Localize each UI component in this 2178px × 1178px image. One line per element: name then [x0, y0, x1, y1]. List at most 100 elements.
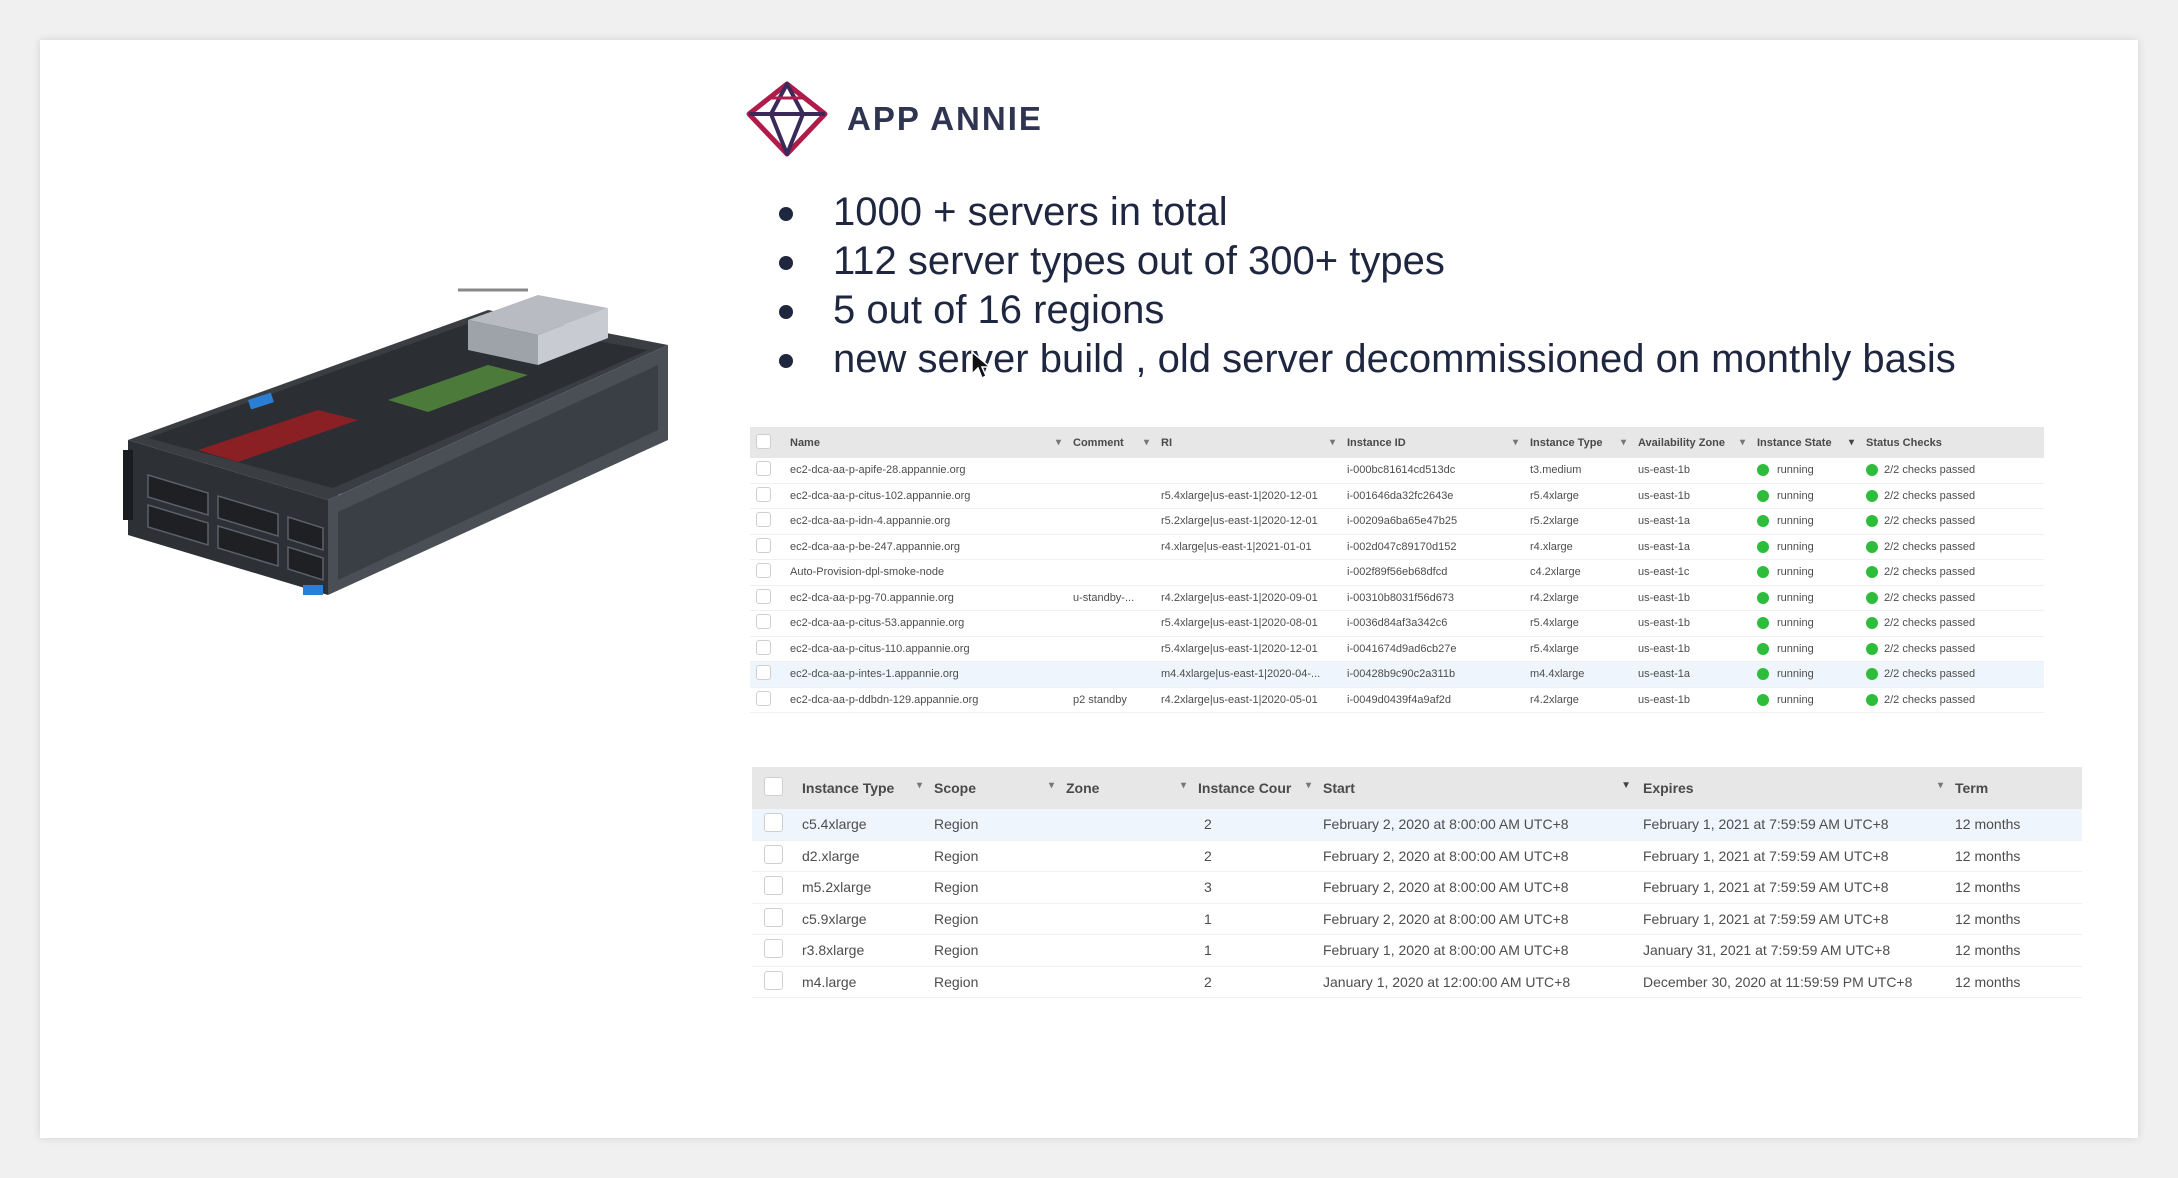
cell-ri: r4.2xlarge|us-east-1|2020-09-01: [1155, 585, 1341, 611]
cell-status-checks: 2/2 checks passed: [1860, 610, 2044, 637]
running-status-icon: [1757, 668, 1769, 681]
cell-start: January 1, 2020 at 12:00:00 AM UTC+8: [1317, 966, 1637, 998]
cell-instance-type: r4.xlarge: [1524, 534, 1632, 560]
row-checkbox[interactable]: [752, 903, 796, 935]
row-checkbox[interactable]: [750, 534, 784, 560]
column-header-instance-count[interactable]: Instance Cour▾: [1192, 767, 1317, 809]
checks-label: 2/2 checks passed: [1884, 693, 1976, 706]
column-header-ri[interactable]: RI▾: [1155, 427, 1341, 458]
cell-instance-id: i-00209a6ba65e47b25: [1341, 508, 1524, 535]
cell-instance-id: i-002d047c89170d152: [1341, 534, 1524, 560]
state-label: running: [1777, 540, 1814, 553]
row-checkbox[interactable]: [750, 636, 784, 662]
row-checkbox[interactable]: [750, 585, 784, 611]
running-status-icon: [1757, 489, 1769, 502]
row-checkbox[interactable]: [752, 809, 796, 841]
cell-scope: Region: [928, 809, 1060, 841]
cell-expires: January 31, 2021 at 7:59:59 AM UTC+8: [1637, 934, 1949, 967]
cell-term: 12 months: [1949, 903, 2082, 935]
cell-instance-id: i-0041674d9ad6cb27e: [1341, 636, 1524, 662]
running-status-icon: [1757, 693, 1769, 706]
cell-ri: r5.4xlarge|us-east-1|2020-12-01: [1155, 636, 1341, 662]
column-header-name[interactable]: Name▾: [784, 427, 1067, 458]
row-checkbox[interactable]: [750, 483, 784, 509]
checks-label: 2/2 checks passed: [1884, 489, 1976, 502]
row-checkbox[interactable]: [750, 559, 784, 586]
cell-availability-zone: us-east-1a: [1632, 508, 1751, 535]
cell-ri: r5.4xlarge|us-east-1|2020-08-01: [1155, 610, 1341, 637]
bullet-item: 1000 + servers in total: [775, 188, 1956, 237]
select-all-checkbox[interactable]: [752, 767, 796, 809]
column-header-expires[interactable]: Expires▾: [1637, 767, 1949, 809]
cell-instance-state: running: [1751, 458, 1860, 484]
table-row[interactable]: ec2-dca-aa-p-be-247.appannie.org r4.xlarg…: [750, 534, 2044, 560]
row-checkbox[interactable]: [752, 840, 796, 872]
running-status-icon: [1757, 617, 1769, 630]
sort-caret-icon: ▾: [916, 780, 922, 791]
state-label: running: [1777, 515, 1814, 528]
column-header-instance-state[interactable]: Instance State▾: [1751, 427, 1860, 458]
column-header-comment[interactable]: Comment▾: [1067, 427, 1155, 458]
check-passed-icon: [1866, 693, 1878, 706]
row-checkbox[interactable]: [750, 687, 784, 713]
table-header-row: Instance Type▾ Scope▾ Zone▾ Instance Cou…: [752, 767, 2082, 809]
column-header-status-checks[interactable]: Status Checks: [1860, 427, 2044, 458]
cell-comment: [1067, 636, 1155, 662]
row-checkbox[interactable]: [750, 508, 784, 535]
cell-instance-count: 2: [1192, 966, 1317, 998]
column-header-instance-type[interactable]: Instance Type▾: [796, 767, 928, 809]
column-header-term[interactable]: Term: [1949, 767, 2082, 809]
row-checkbox[interactable]: [750, 610, 784, 637]
cell-name: ec2-dca-aa-p-be-247.appannie.org: [784, 534, 1067, 560]
mouse-cursor-icon: [971, 350, 992, 380]
select-all-checkbox[interactable]: [750, 427, 784, 458]
column-header-start[interactable]: Start▼: [1317, 767, 1637, 809]
row-checkbox[interactable]: [752, 871, 796, 904]
column-header-availability-zone[interactable]: Availability Zone▾: [1632, 427, 1751, 458]
cell-term: 12 months: [1949, 809, 2082, 841]
check-passed-icon: [1866, 515, 1878, 528]
row-checkbox[interactable]: [750, 458, 784, 484]
row-checkbox[interactable]: [752, 966, 796, 998]
sort-caret-icon: ▾: [1180, 780, 1186, 791]
cell-start: February 2, 2020 at 8:00:00 AM UTC+8: [1317, 903, 1637, 935]
cell-term: 12 months: [1949, 934, 2082, 967]
row-checkbox[interactable]: [752, 934, 796, 967]
cell-instance-type: m4.large: [796, 966, 928, 998]
cell-status-checks: 2/2 checks passed: [1860, 508, 2044, 535]
column-header-instance-id[interactable]: Instance ID▾: [1341, 427, 1524, 458]
bullet-text: new server build , old server decommissi…: [833, 337, 1956, 381]
cell-availability-zone: us-east-1b: [1632, 636, 1751, 662]
cell-status-checks: 2/2 checks passed: [1860, 534, 2044, 560]
cell-status-checks: 2/2 checks passed: [1860, 661, 2044, 688]
column-header-instance-type[interactable]: Instance Type▾: [1524, 427, 1632, 458]
checks-label: 2/2 checks passed: [1884, 591, 1976, 604]
cell-availability-zone: us-east-1b: [1632, 687, 1751, 713]
cell-instance-type: d2.xlarge: [796, 840, 928, 872]
row-checkbox[interactable]: [750, 661, 784, 688]
sort-caret-icon: ▼: [1621, 780, 1631, 791]
bullet-dot-icon: [779, 256, 793, 270]
cell-zone: [1060, 966, 1192, 998]
sort-caret-icon: ▾: [1512, 436, 1518, 448]
checks-label: 2/2 checks passed: [1884, 668, 1976, 681]
running-status-icon: [1757, 540, 1769, 553]
column-header-zone[interactable]: Zone▾: [1060, 767, 1192, 809]
column-header-scope[interactable]: Scope▾: [928, 767, 1060, 809]
cell-ri: r4.2xlarge|us-east-1|2020-05-01: [1155, 687, 1341, 713]
